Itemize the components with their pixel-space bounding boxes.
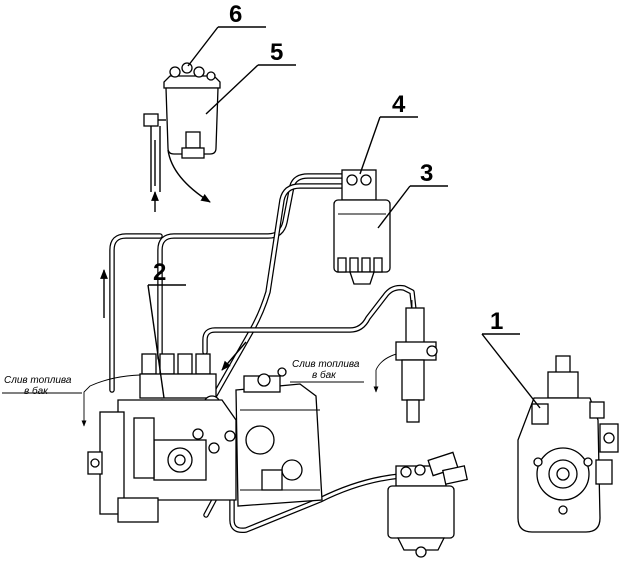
callout-1: 1 [490, 308, 503, 335]
drain-caption-right-line1: Слив топлива [292, 359, 360, 370]
callout-3: 3 [420, 160, 433, 187]
leader-lines [2, 26, 541, 409]
callout-6: 6 [229, 1, 242, 28]
fuel-filter-3 [333, 169, 391, 285]
callout-4: 4 [392, 91, 406, 118]
drain-caption-left-line2: в бак [24, 385, 49, 397]
fuel-filter-5 [143, 62, 221, 192]
callout-5: 5 [270, 39, 283, 66]
drain-captions: Слив топлива в бак Слив топлива в бак [4, 359, 360, 397]
injection-pump-2 [87, 353, 237, 523]
drain-caption-left-line1: Слив топлива [4, 375, 72, 386]
coarse-filter [387, 451, 468, 558]
callout-numbers: 6 5 4 3 2 1 [153, 1, 503, 335]
fuel-injector [395, 300, 438, 423]
callout-2: 2 [153, 259, 166, 286]
pump-side-view-1 [517, 355, 619, 533]
governor-housing [235, 367, 323, 507]
drain-caption-right-line2: в бак [312, 369, 337, 381]
